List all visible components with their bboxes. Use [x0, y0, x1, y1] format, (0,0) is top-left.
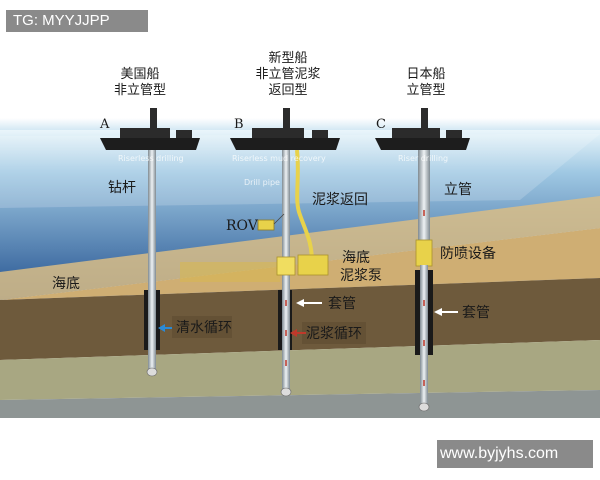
ship-c-caption: Riser drilling — [398, 154, 448, 163]
watermark-bottom-right: www.byjyhs.com — [437, 440, 593, 468]
rov-tether — [273, 213, 285, 225]
label-seafloor: 海底 — [52, 276, 80, 292]
pipe-a — [148, 145, 156, 370]
column-c-letter: C — [376, 117, 386, 132]
arrow-mud-circulation-head — [290, 329, 297, 337]
label-subsea-pump-1: 海底 — [342, 250, 370, 266]
pipe-c — [420, 265, 428, 405]
ship-a — [100, 108, 200, 150]
bit-c — [418, 402, 430, 412]
subsea-pump-wellhead — [276, 256, 296, 276]
column-b-letter: B — [234, 117, 244, 132]
ship-c — [375, 108, 470, 150]
column-b-title-2: 非立管泥浆 — [255, 67, 320, 82]
mud-return-line — [295, 149, 314, 263]
column-a-letter: A — [99, 117, 110, 132]
rov-vehicle — [257, 219, 275, 231]
column-b-title-1: 新型船 — [268, 50, 307, 66]
ship-b — [230, 108, 340, 150]
mud-circulation-label-bg — [302, 322, 366, 344]
drill-pipe-small-caption: Drill pipe — [244, 178, 280, 187]
column-c-title-1: 日本船 — [406, 67, 445, 82]
label-water-circulation: 清水循环 — [176, 320, 232, 336]
ship-b-caption: Riserless mud recovery — [232, 154, 326, 163]
watermark-top-left: TG: MYYJJPP — [6, 10, 148, 32]
arrow-casing-c-head — [434, 308, 442, 316]
bedrock-layer — [0, 390, 600, 418]
label-bop: 防喷设备 — [440, 245, 496, 262]
bop-c — [415, 239, 433, 267]
red-circulation-marks — [285, 210, 425, 386]
label-mud-return: 泥浆返回 — [312, 192, 368, 208]
label-riser: 立管 — [444, 182, 472, 198]
arrow-casing-b-head — [296, 299, 304, 307]
bit-a — [146, 367, 158, 377]
riser-c — [418, 150, 430, 245]
label-rov: ROV — [226, 218, 259, 234]
label-mud-circulation: 泥浆循环 — [306, 326, 362, 342]
label-casing-c: 套管 — [462, 305, 490, 321]
bit-b — [280, 387, 292, 397]
column-b-title-3: 返回型 — [268, 83, 307, 98]
label-subsea-pump-2: 泥浆泵 — [340, 268, 382, 284]
label-casing-b: 套管 — [328, 296, 356, 312]
water-circulation-label-bg — [172, 316, 232, 338]
yellow-highlight-box — [180, 262, 280, 282]
column-c-title-2: 立管型 — [406, 83, 445, 98]
arrow-water-circulation-head — [158, 324, 165, 332]
label-drill-pipe: 钻杆 — [108, 180, 136, 196]
subsea-mud-pump — [297, 254, 329, 276]
column-a-title-1: 美国船 — [120, 67, 159, 82]
ship-a-caption: Riserless drilling — [118, 154, 184, 163]
column-a-title-2: 非立管型 — [114, 83, 166, 98]
